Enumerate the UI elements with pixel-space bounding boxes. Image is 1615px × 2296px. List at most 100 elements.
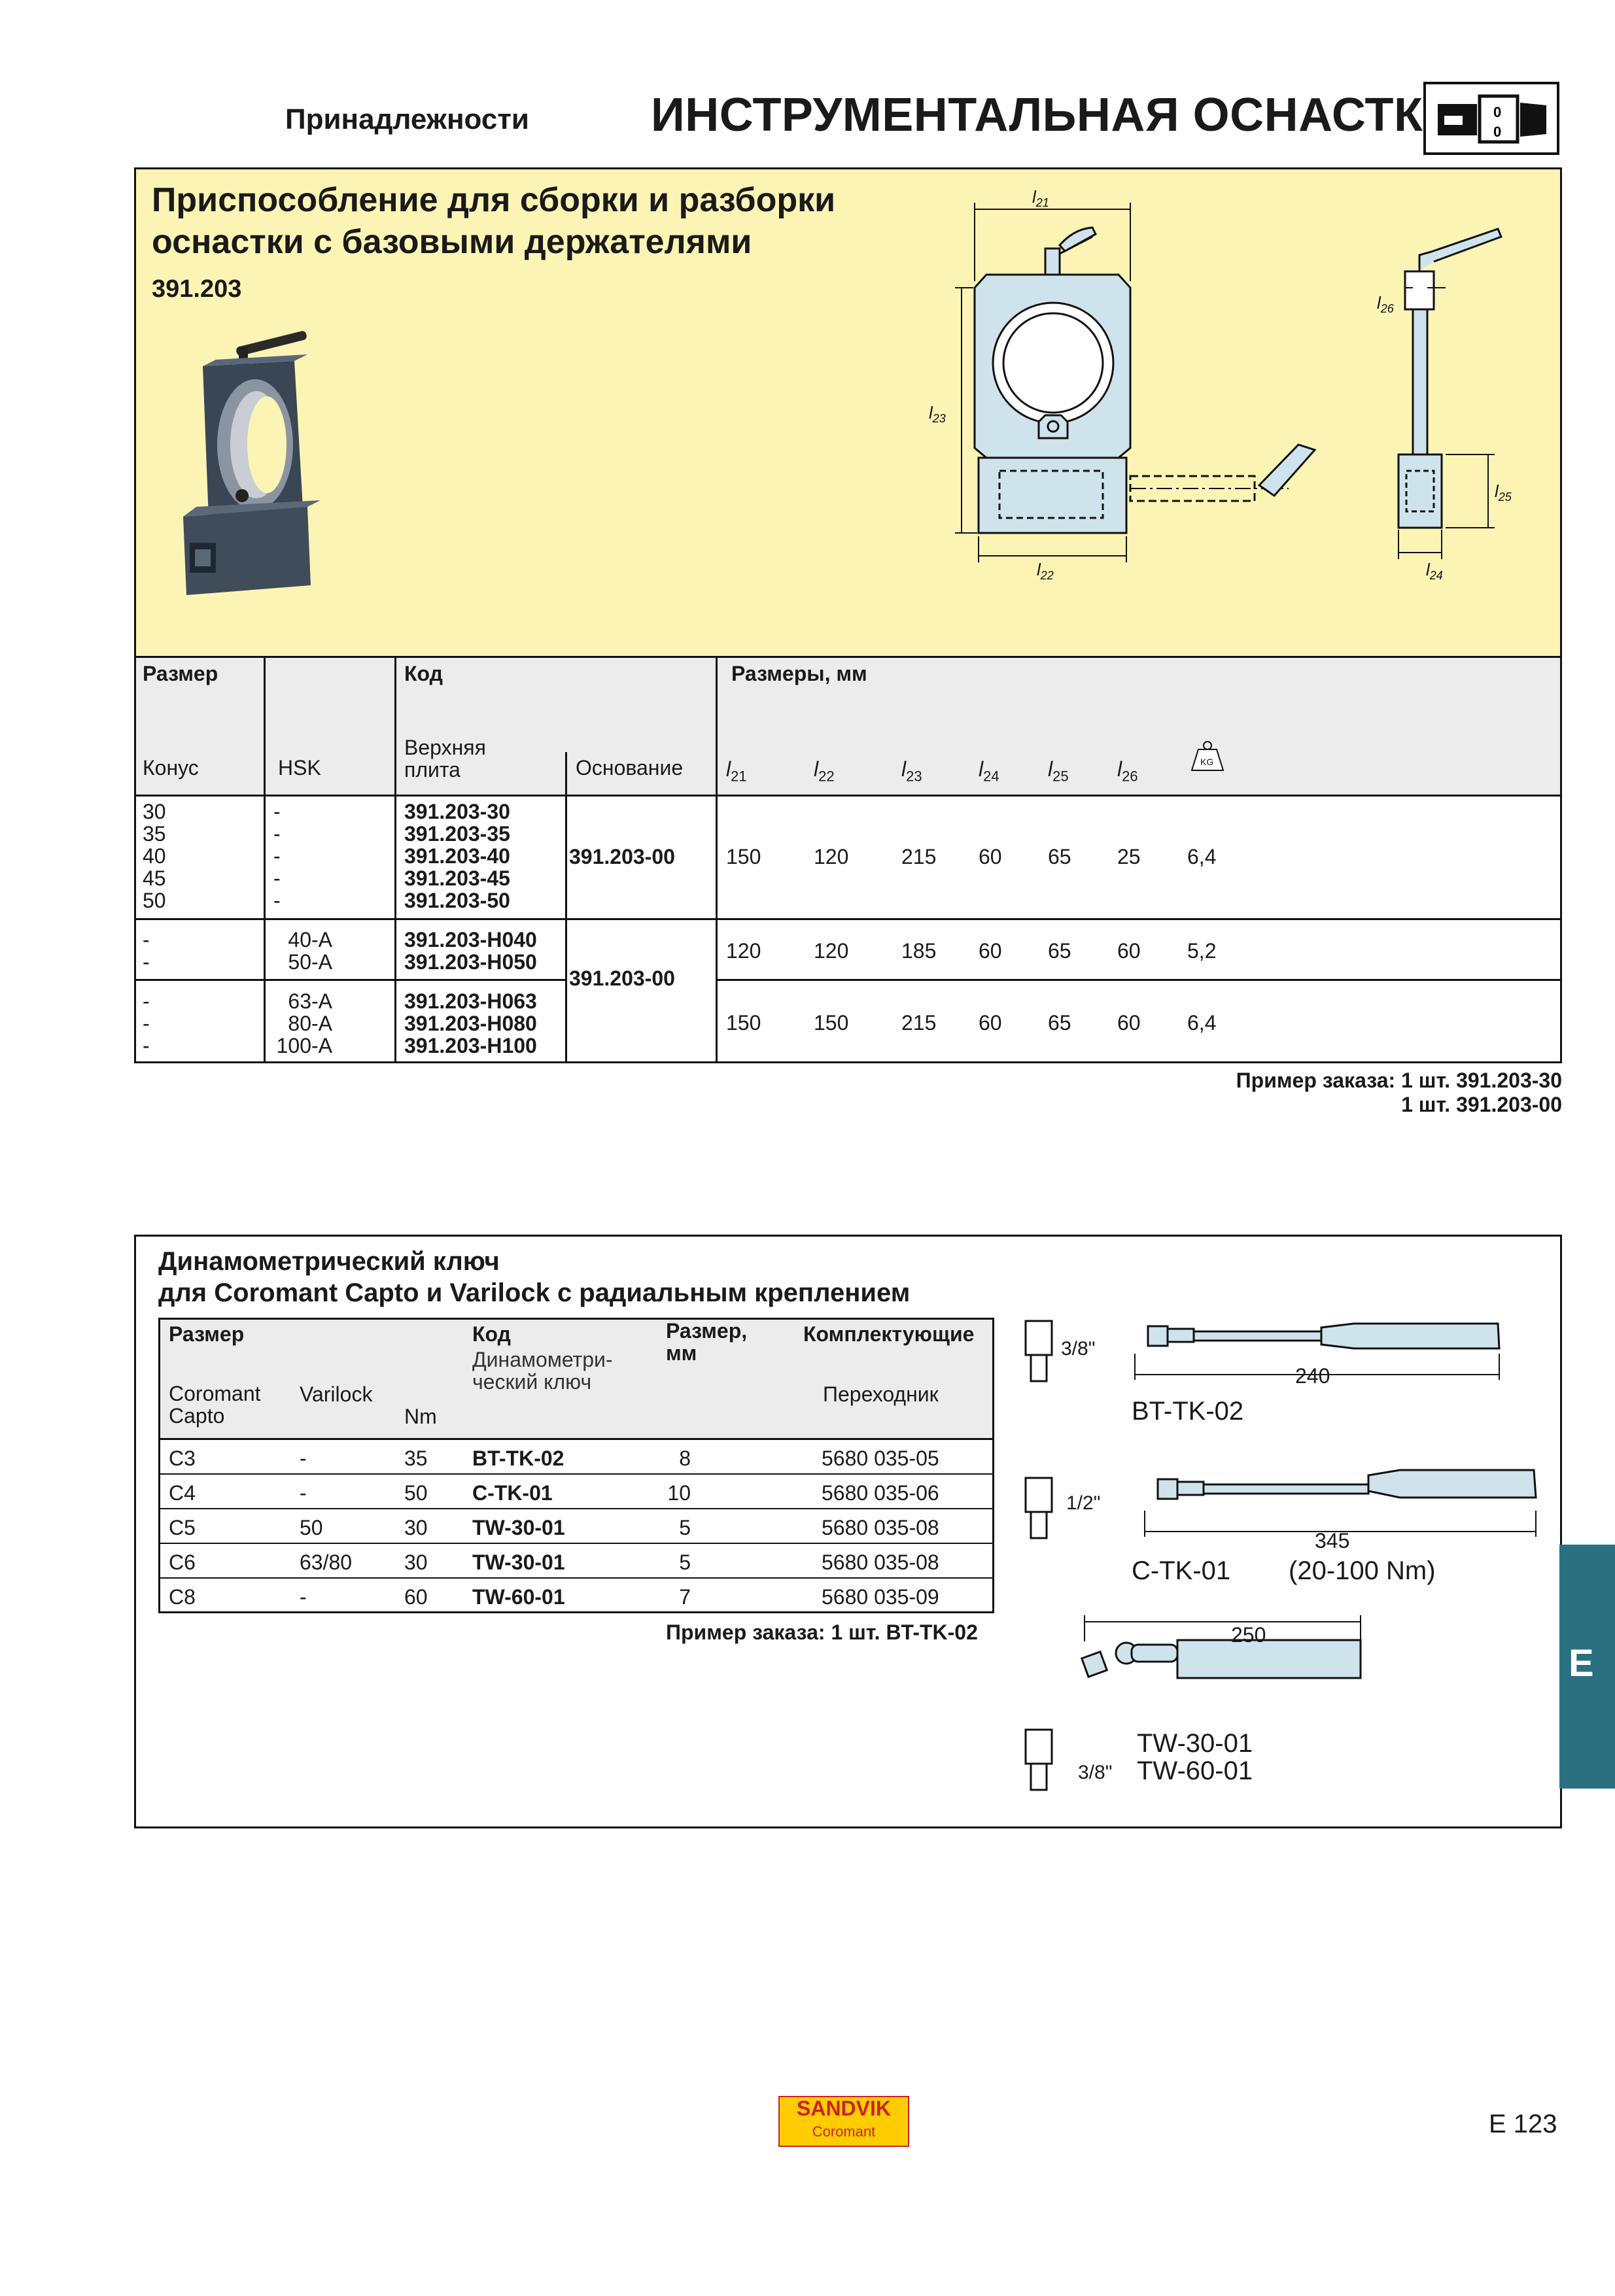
g2-l24: 60 — [979, 939, 1002, 963]
w-row3-capto: C5 — [169, 1516, 196, 1539]
w-col-capto2: Capto — [169, 1404, 225, 1428]
g3-l24: 60 — [979, 1011, 1002, 1035]
w-col-code-sub1: Динамометри- — [472, 1348, 613, 1371]
hsk-value: 40-A — [288, 928, 332, 951]
g2-l22: 120 — [814, 939, 849, 963]
g1-base-code: 391.203-00 — [569, 845, 675, 868]
divider — [716, 979, 1562, 981]
divider — [134, 918, 1562, 920]
svg-text:l23: l23 — [929, 403, 946, 425]
wrench-table-header — [160, 1320, 992, 1439]
col-l21: l21 — [726, 757, 747, 785]
g1-l23: 215 — [901, 845, 937, 868]
top-plate-code: 391.203-H080 — [404, 1012, 537, 1035]
g3-cone-list: - - - — [143, 990, 150, 1057]
cone-value: 30 — [143, 800, 166, 823]
g1-weight: 6,4 — [1187, 845, 1217, 868]
hsk-value: - — [273, 844, 281, 868]
g2-weight: 5,2 — [1187, 939, 1217, 963]
g3-weight: 6,4 — [1187, 1011, 1217, 1035]
divider — [158, 1473, 994, 1475]
w-col-varilock: Varilock — [300, 1382, 373, 1406]
w-row1-varilock: - — [300, 1447, 307, 1470]
wrench3-name2: TW-60-01 — [1137, 1756, 1253, 1785]
g2-top-codes: 391.203-H040 391.203-H050 — [404, 929, 537, 973]
w-row2-varilock: - — [300, 1481, 307, 1505]
col-top-plate: Верхняя плита — [404, 736, 486, 781]
wrench-title-line2: для Coromant Capto и Varilock с радиальн… — [158, 1278, 911, 1307]
w-row4-varilock: 63/80 — [300, 1551, 353, 1574]
wrench2-drive: 1/2" — [1066, 1492, 1101, 1514]
divider — [716, 657, 718, 1062]
fixture-title: Приспособление для сборки и разборки осн… — [152, 179, 835, 263]
hsk-value: 80-A — [288, 1012, 332, 1035]
l-label: l — [1117, 757, 1122, 781]
wrench-table — [158, 1318, 994, 1613]
hsk-value: 100-A — [276, 1034, 332, 1057]
l-sub: 21 — [731, 768, 747, 785]
g1-l24: 60 — [979, 845, 1002, 868]
hsk-value: - — [273, 822, 281, 846]
w-row3-code: TW-30-01 — [472, 1516, 565, 1539]
divider — [264, 657, 266, 1062]
w-col-code: Код — [472, 1322, 511, 1346]
svg-text:l22: l22 — [1037, 560, 1054, 582]
l-sub: 26 — [1122, 768, 1138, 785]
col-hsk: HSK — [278, 756, 321, 780]
divider — [134, 979, 566, 981]
w-row5-adapter: 5680 035-09 — [822, 1585, 939, 1609]
g2-cone-list: - - — [143, 929, 150, 973]
sandvik-logo — [778, 2096, 909, 2147]
wrench3-name1: TW-30-01 — [1137, 1729, 1253, 1758]
section-tab[interactable] — [1559, 1545, 1615, 1789]
col-cone: Конус — [143, 756, 199, 780]
hsk-value: - — [273, 889, 281, 912]
g2-l23: 185 — [901, 939, 937, 963]
col-base: Основание — [576, 756, 684, 780]
w-col-dim: Размер, мм — [666, 1320, 747, 1364]
col-top-plate-l2: плита — [404, 758, 460, 781]
cone-value: - — [143, 989, 150, 1013]
g1-l25: 65 — [1048, 845, 1071, 868]
g1-top-codes: 391.203-30 391.203-35 391.203-40 391.203… — [404, 800, 510, 912]
weight-kg-icon: KG — [1189, 739, 1226, 779]
w-row3-dim: 5 — [679, 1516, 691, 1539]
top-plate-code: 391.203-50 — [404, 889, 510, 912]
g1-cone-list: 30 35 40 45 50 — [143, 800, 166, 912]
cone-value: - — [143, 950, 150, 974]
divider — [158, 1577, 994, 1579]
g2-hsk-list: 40-A 50-A — [273, 929, 332, 973]
w-row5-capto: C8 — [169, 1585, 196, 1609]
w-row2-adapter: 5680 035-06 — [822, 1481, 939, 1505]
w-col-nm: Nm — [404, 1405, 437, 1428]
fixture-table-header — [136, 657, 1560, 795]
fixture-title-line1: Приспособление для сборки и разборки — [152, 181, 836, 219]
w-row5-dim: 7 — [679, 1585, 691, 1609]
wrench3-length: 250 — [1231, 1623, 1266, 1647]
col-l25: l25 — [1048, 757, 1069, 785]
divider — [565, 752, 567, 1062]
page-title: ИНСТРУМЕНТАЛЬНАЯ ОСНАСТКА — [651, 89, 1457, 141]
svg-text:l21: l21 — [1032, 187, 1049, 209]
l-sub: 25 — [1052, 768, 1069, 785]
g3-l22: 150 — [814, 1011, 849, 1035]
g3-l23: 215 — [901, 1011, 937, 1035]
col-l24: l24 — [979, 757, 999, 785]
section-tab-letter: E — [1569, 1642, 1594, 1685]
w-row4-adapter: 5680 035-08 — [822, 1551, 939, 1574]
w-row4-dim: 5 — [679, 1551, 691, 1574]
w-col-size: Размер — [169, 1322, 245, 1346]
w-col-code-sub: Динамометри- ческий ключ — [472, 1348, 613, 1393]
wrench-drawings — [1014, 1301, 1557, 1821]
top-plate-code: 391.203-35 — [404, 822, 510, 846]
divider — [394, 657, 396, 1062]
wrench1-length: 240 — [1295, 1364, 1330, 1388]
kg-label: KG — [1200, 757, 1213, 767]
w-row2-capto: C4 — [169, 1481, 196, 1505]
g3-top-codes: 391.203-H063 391.203-H080 391.203-H100 — [404, 990, 537, 1057]
cone-value: - — [143, 928, 150, 951]
wrench1-drive: 3/8" — [1061, 1338, 1096, 1360]
divider — [158, 1508, 994, 1509]
cone-value: 45 — [143, 866, 166, 890]
g3-l25: 65 — [1048, 1011, 1071, 1035]
